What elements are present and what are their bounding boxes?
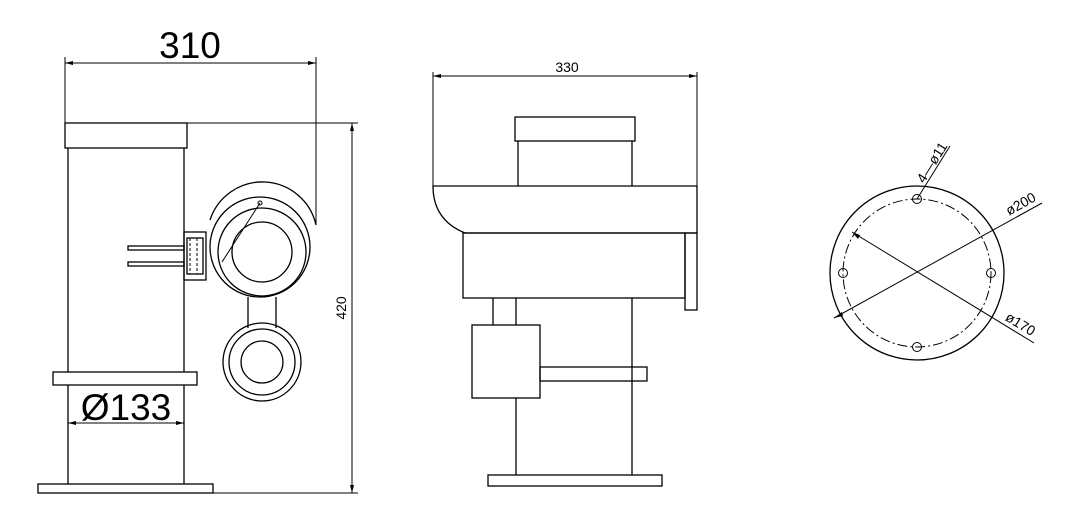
top-cap — [64, 122, 188, 149]
bolt-hole-bottom — [912, 342, 922, 352]
height-dimension-420: 420 — [187, 122, 358, 494]
pitch-diameter-line — [851, 231, 1035, 344]
flange-outer-circle — [829, 185, 1005, 361]
pitch-circle — [842, 198, 992, 348]
bolt-hole-right — [986, 268, 996, 278]
horizontal-arm — [539, 366, 648, 382]
diameter-dimension-133: Ø133 — [68, 387, 184, 428]
lower-housing — [222, 322, 302, 402]
dim-330-label: 330 — [555, 59, 579, 75]
side-base-plate — [487, 474, 663, 487]
dim-310-label: 310 — [159, 25, 221, 66]
width-dimension-310: 310 — [64, 25, 317, 225]
bolt-hole-left — [838, 268, 848, 278]
sweep-arc — [209, 181, 317, 226]
flange-view: 4—ø11 ø200 ø170 — [829, 139, 1043, 361]
front-view: 310 Ø133 420 — [37, 25, 358, 494]
outer-diameter-line — [833, 202, 1043, 319]
base-plate — [37, 483, 214, 494]
outer-diameter-label: ø200 — [1003, 189, 1039, 219]
lower-section — [462, 232, 686, 299]
bolt-hole-label: 4—ø11 — [913, 139, 950, 186]
side-view: 330 — [432, 59, 698, 487]
lower-band — [52, 371, 198, 386]
bolt-hole-top — [912, 194, 922, 204]
bolt-hole-leader — [916, 145, 951, 200]
motor-box — [471, 324, 541, 399]
side-bracket — [127, 231, 207, 281]
dim-420-label: 420 — [333, 296, 349, 320]
upper-housing — [209, 196, 311, 298]
main-housing — [432, 185, 698, 234]
top-box — [514, 116, 636, 142]
dim-133-label: Ø133 — [81, 387, 172, 428]
width-dimension-330: 330 — [432, 59, 698, 187]
side-flange — [684, 232, 698, 311]
